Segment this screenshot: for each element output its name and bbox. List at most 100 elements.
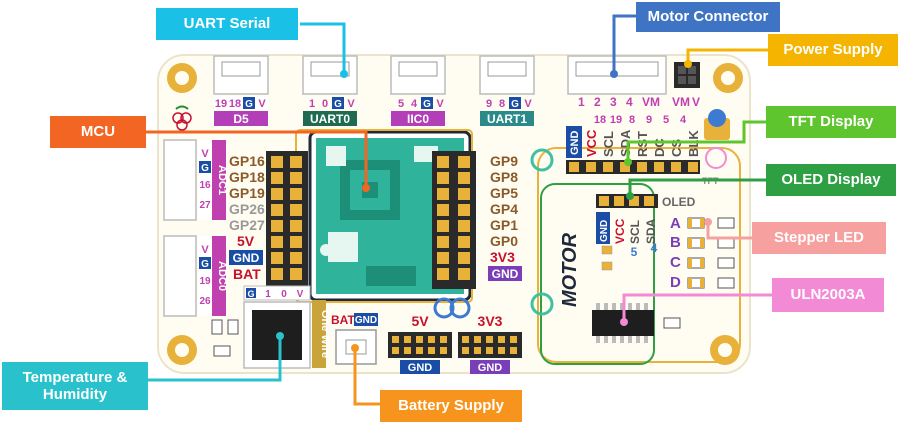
capacitors-c3 xyxy=(601,245,613,271)
battery-bat-label: BAT xyxy=(331,313,355,327)
onewire-pin-1: 1 xyxy=(265,289,271,300)
port-uart0-pin-1: 0 xyxy=(322,98,328,110)
port-d5: 19 18 G V D5 xyxy=(213,55,269,126)
right-gpio-label-4: GP1 xyxy=(490,217,518,233)
stepper-led-c: C xyxy=(670,254,681,271)
tft-header: GND VCC SCL SDA RST DC CS BLK 18 19 8 9 … xyxy=(566,114,719,186)
port-uart1-pin-0: 9 xyxy=(486,98,492,110)
port-uart1-pin-1: 8 xyxy=(499,98,505,110)
oled-pin-scl: SCL xyxy=(628,220,642,244)
tft-pin-vcc: VCC xyxy=(584,129,599,157)
onewire-pin-g: G xyxy=(247,289,254,299)
potentiometer xyxy=(704,109,730,140)
adc0-pin-26: 26 xyxy=(199,296,211,307)
adc0-pin-g: G xyxy=(201,259,209,270)
callout-uart-serial: UART Serial xyxy=(156,8,298,40)
tft-pin-scl: SCL xyxy=(601,131,616,157)
port-uart1: 9 8 G V UART1 xyxy=(479,55,535,126)
header-5v-label: 5V xyxy=(411,313,429,329)
header-3v3-label: 3V3 xyxy=(478,313,503,329)
right-gpio-label-6: 3V3 xyxy=(490,249,515,265)
header-5v: 5V GND xyxy=(388,313,452,374)
adc0-pin-v: V xyxy=(201,244,209,256)
left-gpio-label-5: 5V xyxy=(237,233,255,249)
port-uart0-label: UART0 xyxy=(310,112,350,126)
port-d5-pin-1: 18 xyxy=(229,98,241,110)
left-gpio-labels: GP16 GP18 GP19 GP26 GP27 5V GND BAT xyxy=(229,153,265,282)
callout-mcu: MCU xyxy=(50,116,146,148)
oled-header: OLED GND VCC SCL SDA 5 4 xyxy=(596,194,696,259)
right-gpio-label-5: GP0 xyxy=(490,233,518,249)
left-gpio-label-0: GP16 xyxy=(229,153,265,169)
adc1-port: V G 16 27 ADC1 xyxy=(163,139,228,221)
port-uart1-label: UART1 xyxy=(487,112,527,126)
port-uart1-pin-2: G xyxy=(511,99,519,110)
adc0-pin-19: 19 xyxy=(199,276,211,287)
port-d5-pin-3: V xyxy=(258,98,266,110)
port-uart0-pin-3: V xyxy=(347,98,355,110)
adc0-port: V G 19 26 ADC0 xyxy=(163,235,228,317)
header-3v3: 3V3 GND xyxy=(458,313,522,374)
callout-uln2003a: ULN2003A xyxy=(772,278,884,312)
tft-num-3: 9 xyxy=(646,114,652,126)
motor-pin-4: 4 xyxy=(626,95,633,109)
oled-pin-sda: SDA xyxy=(644,218,658,244)
left-gpio-header xyxy=(266,151,308,289)
adc1-pin-16: 16 xyxy=(199,180,211,191)
onewire-pin-0: 0 xyxy=(281,289,287,300)
leader-lines xyxy=(146,14,772,406)
port-uart1-pin-3: V xyxy=(524,98,532,110)
motor-label: MOTOR xyxy=(559,232,581,307)
power-pin-vm: VM xyxy=(672,95,690,109)
port-iic0-pin-1: 4 xyxy=(411,98,418,110)
left-gpio-label-2: GP19 xyxy=(229,185,265,201)
callout-oled-display: OLED Display xyxy=(766,164,896,196)
battery-gnd-label: GND xyxy=(355,315,377,326)
header-5v-gnd: GND xyxy=(408,362,433,374)
port-iic0: 5 4 G V IIC0 xyxy=(390,55,446,126)
left-gpio-label-4: GP27 xyxy=(229,217,265,233)
tft-pin-rst: RST xyxy=(635,131,650,157)
raspberry-logo-icon xyxy=(172,105,192,131)
port-d5-label: D5 xyxy=(233,112,249,126)
onewire-pin-v: V xyxy=(297,289,304,300)
right-gpio-header xyxy=(432,151,476,289)
mounting-holes xyxy=(167,63,743,365)
motor-pin-vm: VM xyxy=(642,95,660,109)
callout-temperature-humidity: Temperature & Humidity xyxy=(2,362,148,410)
stepper-led-a: A xyxy=(670,215,681,232)
board-traces xyxy=(295,129,741,365)
port-iic0-pin-0: 5 xyxy=(398,98,404,110)
tft-num-5: 4 xyxy=(680,114,687,126)
callout-battery-supply: Battery Supply xyxy=(380,390,522,422)
left-gpio-label-1: GP18 xyxy=(229,169,265,185)
callout-temperature-line1: Temperature & xyxy=(22,368,128,386)
port-iic0-label: IIC0 xyxy=(407,112,429,126)
adc1-pin-g: G xyxy=(201,163,209,174)
adc1-label: ADC1 xyxy=(216,165,228,195)
callout-tft-display: TFT Display xyxy=(766,106,896,138)
mcu-module xyxy=(308,130,472,302)
right-gpio-label-0: GP9 xyxy=(490,153,518,169)
tft-num-4: 5 xyxy=(663,114,669,126)
right-gpio-labels: GP9 GP8 GP5 GP4 GP1 GP0 3V3 GND xyxy=(488,153,522,281)
oled-tag: OLED xyxy=(662,195,696,209)
motor-pin-1: 1 xyxy=(578,95,585,109)
stepper-led-d: D xyxy=(670,274,681,291)
port-d5-pin-0: 19 xyxy=(215,98,227,110)
callout-power-supply: Power Supply xyxy=(768,34,898,66)
tft-num-1: 19 xyxy=(610,114,622,126)
port-uart0-pin-2: G xyxy=(334,99,342,110)
right-gpio-label-2: GP5 xyxy=(490,185,518,201)
right-gpio-label-1: GP8 xyxy=(490,169,518,185)
tft-num-0: 18 xyxy=(594,114,606,126)
stepper-led-b: B xyxy=(670,234,681,251)
header-3v3-gnd: GND xyxy=(478,362,503,374)
adc1-pin-27: 27 xyxy=(199,200,211,211)
callout-temperature-line2: Humidity xyxy=(42,386,108,403)
callout-motor-connector: Motor Connector xyxy=(636,2,780,32)
port-iic0-pin-3: V xyxy=(436,98,444,110)
onewire-label: One Wire xyxy=(319,310,331,358)
left-gpio-label-6: GND xyxy=(233,251,260,265)
tft-pin-gnd: GND xyxy=(569,131,581,156)
